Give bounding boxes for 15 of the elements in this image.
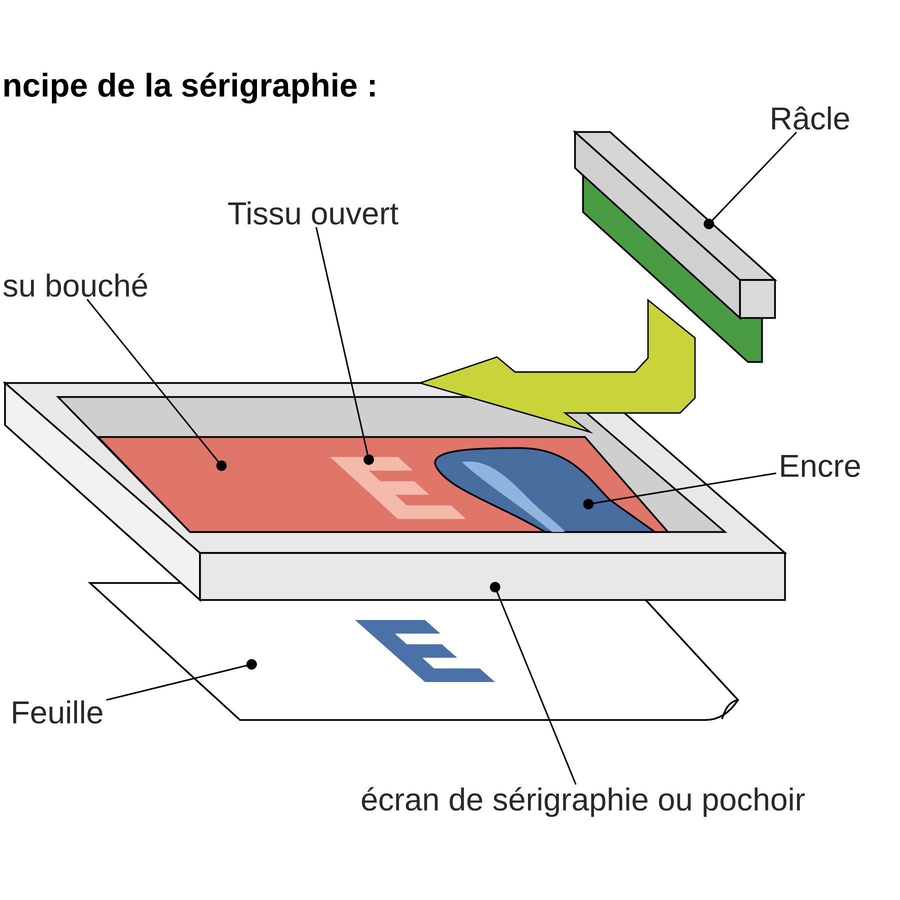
- leader-line: [704, 132, 797, 230]
- part-label: Râcle: [772, 106, 850, 130]
- leader-line: [490, 582, 577, 785]
- part-label: Encre: [781, 454, 860, 478]
- leader-line: [86, 298, 227, 471]
- part-label: su bouché: [3, 273, 148, 297]
- leader-line: [106, 659, 257, 701]
- title: ncipe de la sérigraphie :: [4, 72, 375, 104]
- part-label: Tissu ouvert: [228, 201, 398, 225]
- open-mesh-letter: [330, 457, 466, 519]
- ink-blob: [434, 447, 656, 532]
- part-label: écran de sérigraphie ou pochoir: [362, 787, 805, 817]
- leader-line: [315, 227, 374, 465]
- part-label: Feuille: [13, 700, 102, 724]
- leader-line: [583, 472, 776, 510]
